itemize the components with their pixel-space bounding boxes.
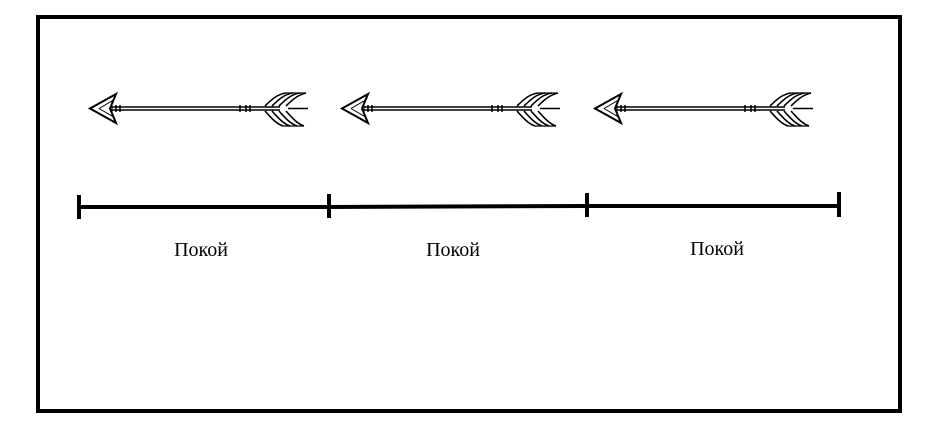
timeline-segment <box>328 204 588 209</box>
timeline <box>77 192 841 219</box>
diagram-frame <box>36 15 902 413</box>
arrow-left-icon <box>594 92 814 127</box>
segment-label: Покой <box>426 239 480 261</box>
segment-label: Покой <box>174 239 228 261</box>
arrow-left-icon <box>89 92 309 127</box>
segment-label: Покой <box>690 238 744 260</box>
arrow-left-icon <box>341 92 561 127</box>
